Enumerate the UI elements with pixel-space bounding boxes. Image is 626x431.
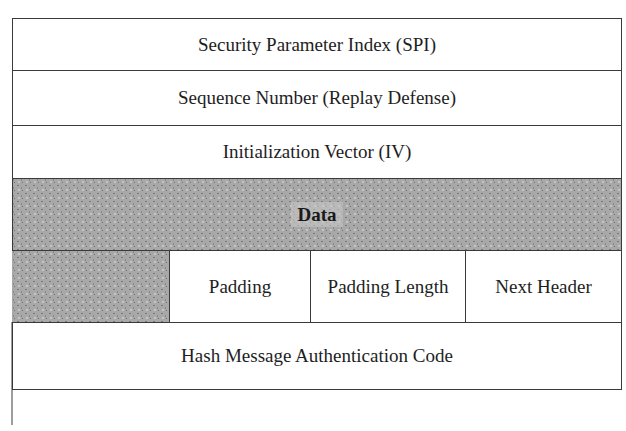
field-label: Security Parameter Index (SPI) bbox=[194, 32, 440, 58]
auth-field: Hash Message Authentication Code bbox=[12, 322, 622, 390]
field-label: Hash Message Authentication Code bbox=[177, 343, 457, 369]
trailer-field: Next Header bbox=[465, 250, 622, 323]
field-label: Padding bbox=[205, 274, 275, 300]
payload-field: Data bbox=[12, 178, 622, 251]
field-label: Padding Length bbox=[324, 274, 453, 300]
field-label: Sequence Number (Replay Defense) bbox=[174, 85, 460, 111]
trailer-field: Padding Length bbox=[310, 250, 466, 323]
field-label: Data bbox=[291, 202, 342, 228]
trailer-field: Padding bbox=[169, 250, 311, 323]
header-field: Initialization Vector (IV) bbox=[12, 125, 622, 179]
header-field: Sequence Number (Replay Defense) bbox=[12, 70, 622, 126]
shaded-data-area bbox=[12, 178, 622, 250]
header-field: Security Parameter Index (SPI) bbox=[12, 18, 622, 71]
field-label: Next Header bbox=[491, 274, 596, 300]
field-label: Initialization Vector (IV) bbox=[219, 139, 416, 165]
shaded-data-area bbox=[12, 250, 170, 322]
